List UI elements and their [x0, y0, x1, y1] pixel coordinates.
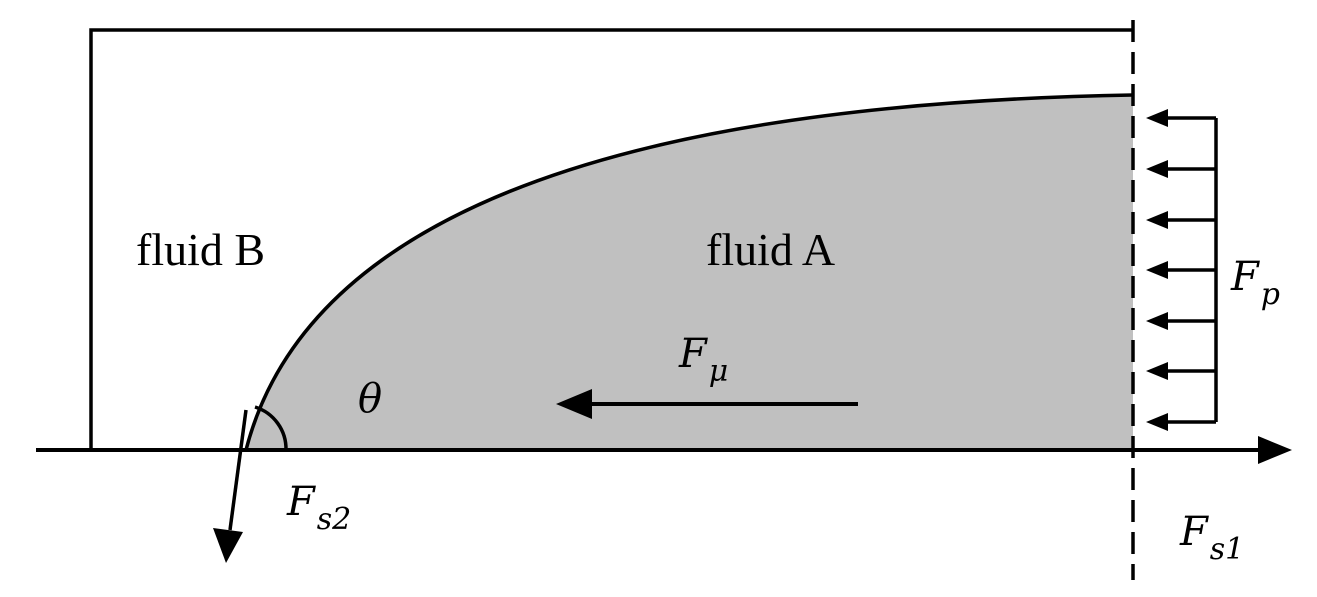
contact-angle-arc — [254, 405, 288, 451]
pressure-arrow-head — [1146, 362, 1168, 380]
pressure-arrow-head — [1146, 413, 1168, 431]
pressure-arrow-head — [1146, 261, 1168, 279]
fluid-a-label: fluid A — [706, 224, 835, 275]
surface-force-1-label: Fs1 — [1179, 509, 1244, 567]
viscous-force-arrowhead — [556, 389, 592, 419]
surface-force-2-label: Fs2 — [286, 479, 351, 537]
fluid-interface — [244, 93, 1134, 451]
fluid-b-label: fluid B — [136, 224, 265, 275]
surface-force-1-arrowhead — [1258, 436, 1292, 464]
fluid-a-region — [246, 95, 1133, 450]
contact-angle-label: θ — [358, 376, 382, 422]
pressure-force-label: Fp — [1230, 254, 1280, 312]
pressure-arrow-head — [1146, 312, 1168, 330]
channel-wall — [89, 28, 1133, 450]
surface-force-2-arrow — [228, 409, 248, 531]
pressure-arrow-head — [1146, 109, 1168, 127]
pressure-arrow-head — [1146, 160, 1168, 178]
pressure-force-arrows — [1146, 109, 1218, 431]
pressure-arrow-head — [1146, 211, 1168, 229]
surface-force-2-arrowhead — [213, 528, 243, 563]
viscous-force-label: Fμ — [678, 331, 728, 389]
